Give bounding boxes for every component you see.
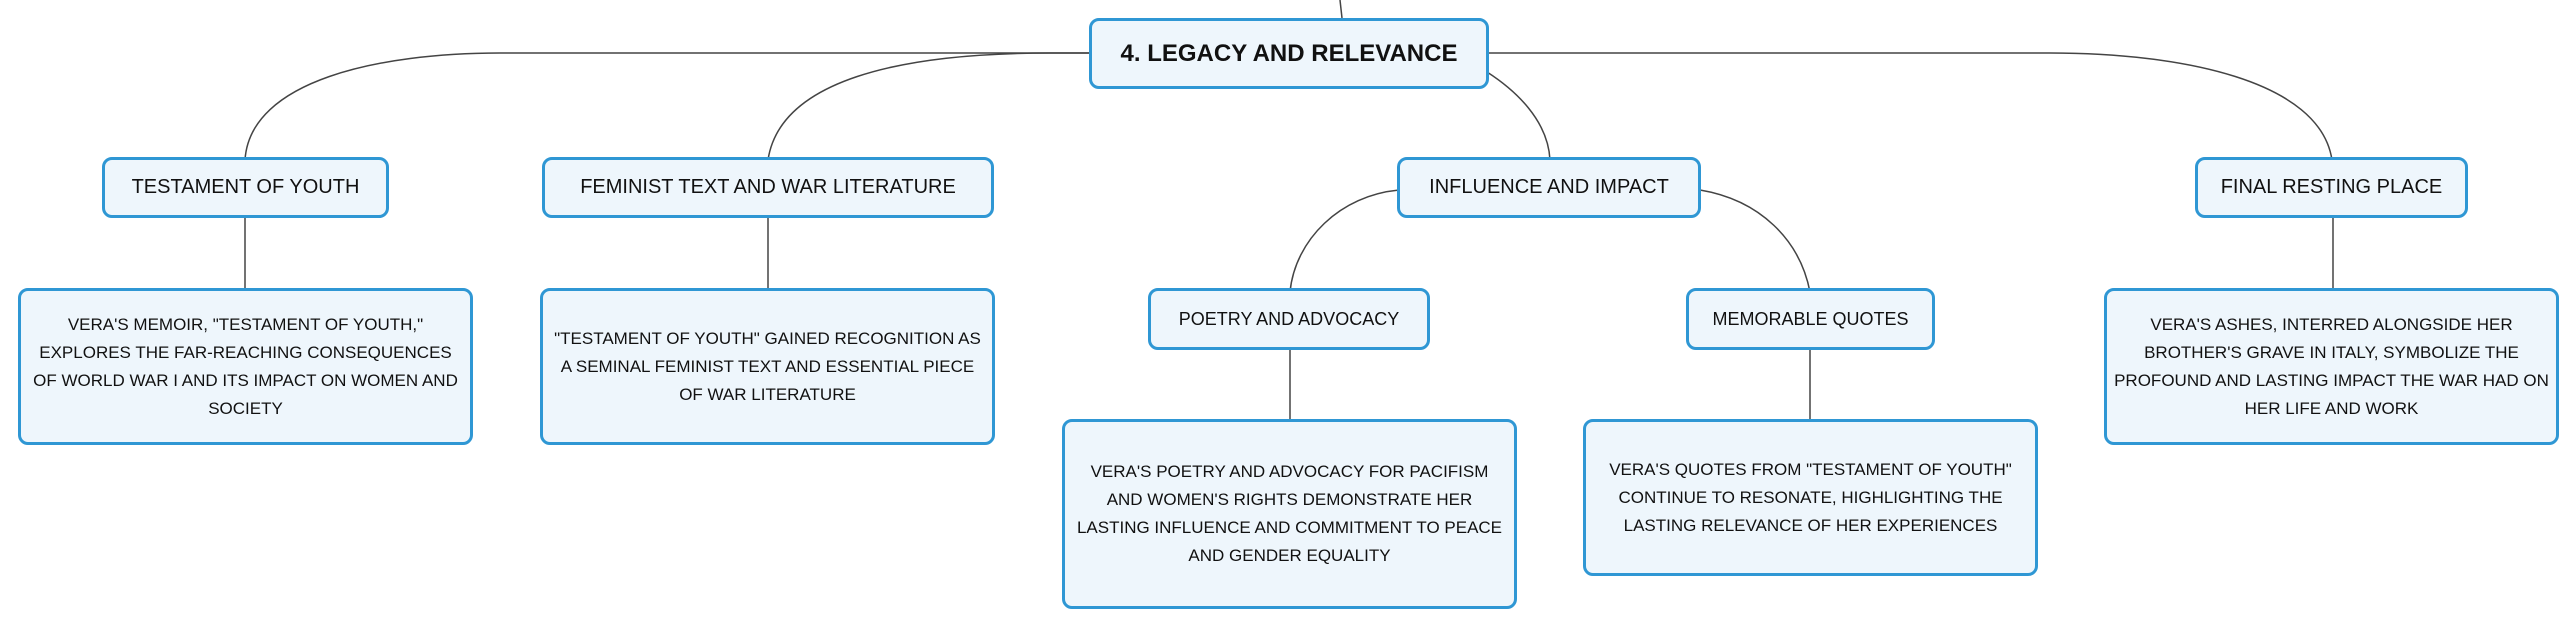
root-topic-label: 4. LEGACY AND RELEVANCE <box>1120 39 1458 67</box>
detail-text: VERA'S MEMOIR, "TESTAMENT OF YOUTH," EXP… <box>33 314 458 418</box>
branch-label: TESTAMENT OF YOUTH <box>131 176 360 198</box>
detail-final-resting-place[interactable]: VERA'S ASHES, INTERRED ALONGSIDE HER BRO… <box>2104 288 2559 445</box>
detail-feminist-text[interactable]: "TESTAMENT OF YOUTH" GAINED RECOGNITION … <box>540 288 995 445</box>
root-topic[interactable]: 4. LEGACY AND RELEVANCE <box>1089 18 1489 89</box>
detail-memorable-quotes[interactable]: VERA'S QUOTES FROM "TESTAMENT OF YOUTH" … <box>1583 419 2038 576</box>
connector-influence-quotes <box>1699 189 1811 293</box>
detail-testament-of-youth[interactable]: VERA'S MEMOIR, "TESTAMENT OF YOUTH," EXP… <box>18 288 473 445</box>
connector-influence-poetry <box>1289 189 1401 293</box>
subtopic-label: MEMORABLE QUOTES <box>1712 308 1909 329</box>
subtopic-poetry-and-advocacy[interactable]: POETRY AND ADVOCACY <box>1148 288 1430 350</box>
connector-root-feminist <box>767 52 1092 161</box>
detail-text: VERA'S POETRY AND ADVOCACY FOR PACIFISM … <box>1076 462 1503 565</box>
branch-label: INFLUENCE AND IMPACT <box>1429 176 1669 198</box>
branch-testament-of-youth[interactable]: TESTAMENT OF YOUTH <box>102 157 389 218</box>
detail-text: VERA'S ASHES, INTERRED ALONGSIDE HER BRO… <box>2114 314 2549 418</box>
branch-label: FINAL RESTING PLACE <box>2220 176 2443 198</box>
subtopic-memorable-quotes[interactable]: MEMORABLE QUOTES <box>1686 288 1935 350</box>
detail-text: VERA'S QUOTES FROM "TESTAMENT OF YOUTH" … <box>1609 459 2012 535</box>
connector-root-parent <box>1339 0 1343 19</box>
detail-text: "TESTAMENT OF YOUTH" GAINED RECOGNITION … <box>554 328 981 404</box>
branch-feminist-text[interactable]: FEMINIST TEXT AND WAR LITERATURE <box>542 157 994 218</box>
connector-root-influence <box>1486 71 1551 161</box>
branch-label: FEMINIST TEXT AND WAR LITERATURE <box>580 176 956 198</box>
connector-root-resting <box>1487 52 2333 161</box>
detail-poetry-and-advocacy[interactable]: VERA'S POETRY AND ADVOCACY FOR PACIFISM … <box>1062 419 1517 609</box>
branch-influence-and-impact[interactable]: INFLUENCE AND IMPACT <box>1397 157 1701 218</box>
connector-root-testament <box>244 52 1092 161</box>
branch-final-resting-place[interactable]: FINAL RESTING PLACE <box>2195 157 2468 218</box>
subtopic-label: POETRY AND ADVOCACY <box>1178 308 1400 329</box>
